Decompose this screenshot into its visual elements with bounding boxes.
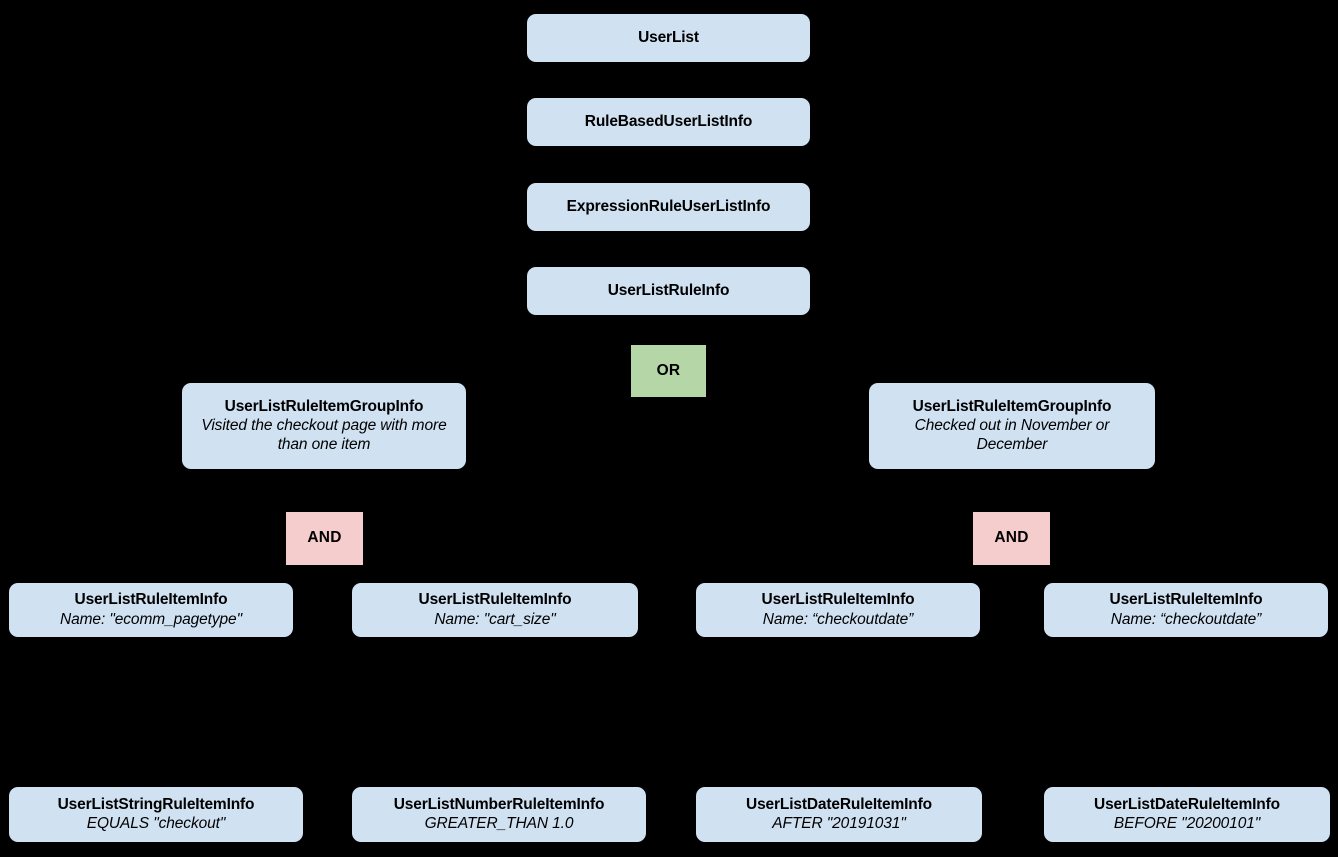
node-rule-item-group-right[interactable]: UserListRuleItemGroupInfo Checked out in… <box>869 383 1155 469</box>
edge-and-right-to-rule-3 <box>1028 564 1187 584</box>
node-rule-item-2[interactable]: UserListRuleItemInfo Name: “checkoutdate… <box>696 583 980 637</box>
node-title: UserListRuleItemGroupInfo <box>224 398 424 416</box>
node-title: UserListDateRuleItemInfo <box>1094 795 1280 813</box>
operator-label: AND <box>307 529 342 547</box>
node-title: UserListRuleItemGroupInfo <box>912 398 1112 416</box>
operator-or[interactable]: OR <box>631 345 706 397</box>
node-title: UserListRuleItemInfo <box>74 591 228 609</box>
edge-rule-3-to-leaf-3 <box>1185 636 1188 788</box>
node-subtitle: EQUALS "checkout" <box>86 815 226 832</box>
node-title: UserListStringRuleItemInfo <box>57 795 255 813</box>
node-subtitle: Checked out in November or December <box>914 417 1110 453</box>
node-rule-item-1[interactable]: UserListRuleItemInfo Name: "cart_size" <box>352 583 638 637</box>
node-subtitle: GREATER_THAN 1.0 <box>424 815 574 832</box>
node-subtitle: Name: "cart_size" <box>434 610 556 628</box>
node-subtitle: Name: "ecomm_pagetype" <box>60 610 242 628</box>
node-title: ExpressionRuleUserListInfo <box>566 197 771 215</box>
edge-and-right-to-rule-2 <box>837 564 996 584</box>
node-title: UserListRuleItemInfo <box>761 591 915 609</box>
node-leaf-string-rule-item[interactable]: UserListStringRuleItemInfo EQUALS "check… <box>9 787 303 842</box>
node-expressionruleuserlistinfo[interactable]: ExpressionRuleUserListInfo <box>527 183 810 231</box>
node-leaf-date-rule-item-after[interactable]: UserListDateRuleItemInfo AFTER "20191031… <box>696 787 982 842</box>
node-leaf-date-rule-item-before[interactable]: UserListDateRuleItemInfo BEFORE "2020010… <box>1044 787 1330 842</box>
node-subtitle: BEFORE "20200101" <box>1113 815 1261 832</box>
node-rule-item-0[interactable]: UserListRuleItemInfo Name: "ecomm_pagety… <box>9 583 293 637</box>
node-leaf-number-rule-item[interactable]: UserListNumberRuleItemInfo GREATER_THAN … <box>352 787 646 842</box>
node-title: UserListDateRuleItemInfo <box>746 795 932 813</box>
operator-label: AND <box>994 529 1029 547</box>
edge-rule-2-to-leaf-2 <box>837 636 840 788</box>
node-rule-item-3[interactable]: UserListRuleItemInfo Name: “checkoutdate… <box>1044 583 1328 637</box>
node-title: UserListNumberRuleItemInfo <box>393 795 605 813</box>
node-subtitle: AFTER "20191031" <box>772 815 906 832</box>
operator-and-right[interactable]: AND <box>973 512 1050 565</box>
node-title: RuleBasedUserListInfo <box>584 112 753 130</box>
edge-and-left-to-rule-0 <box>150 564 309 584</box>
node-title: UserListRuleInfo <box>607 281 730 299</box>
edge-rule-1-to-leaf-1 <box>494 636 500 788</box>
node-rulebaseduserlistinfo[interactable]: RuleBasedUserListInfo <box>527 98 810 146</box>
node-userlist[interactable]: UserList <box>527 14 810 62</box>
node-userlistruleinfo[interactable]: UserListRuleInfo <box>527 267 810 315</box>
node-rule-item-group-left[interactable]: UserListRuleItemGroupInfo Visited the ch… <box>182 383 466 469</box>
edge-and-left-to-rule-1 <box>340 564 496 584</box>
node-title: UserList <box>638 28 699 46</box>
node-subtitle: Name: “checkoutdate” <box>762 610 914 628</box>
node-title: UserListRuleItemInfo <box>418 591 572 609</box>
node-title: UserListRuleItemInfo <box>1109 591 1263 609</box>
node-subtitle: Visited the checkout page with more than… <box>201 417 447 453</box>
node-subtitle: Name: “checkoutdate” <box>1110 610 1262 628</box>
operator-label: OR <box>656 361 681 379</box>
operator-and-left[interactable]: AND <box>286 512 363 565</box>
